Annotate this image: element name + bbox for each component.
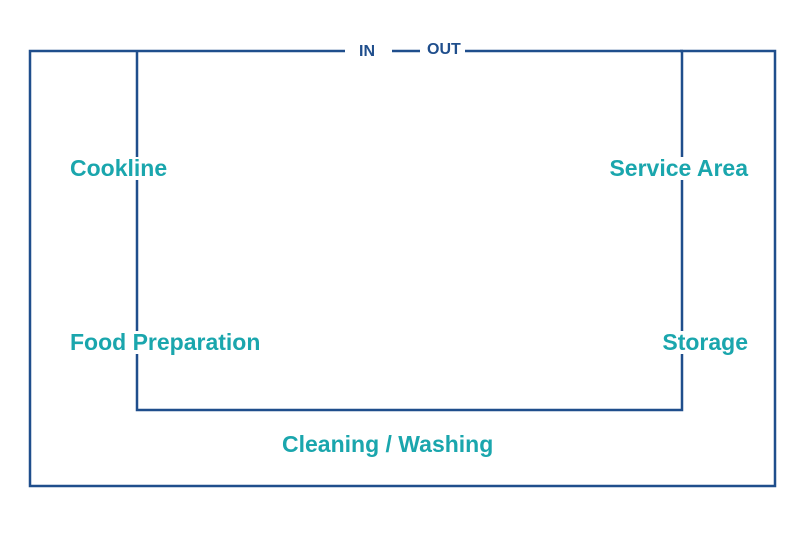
out-label: OUT [424,42,464,58]
zone-cookline: Cookline [70,155,170,181]
zone-storage: Storage [660,329,748,355]
zone-cleaning-washing: Cleaning / Washing [282,431,494,457]
in-label: IN [356,44,378,60]
inner-loop-line [135,51,684,412]
zone-service-area: Service Area [607,155,748,181]
zone-food-preparation: Food Preparation [70,329,263,355]
outer-loop-line [28,49,777,488]
